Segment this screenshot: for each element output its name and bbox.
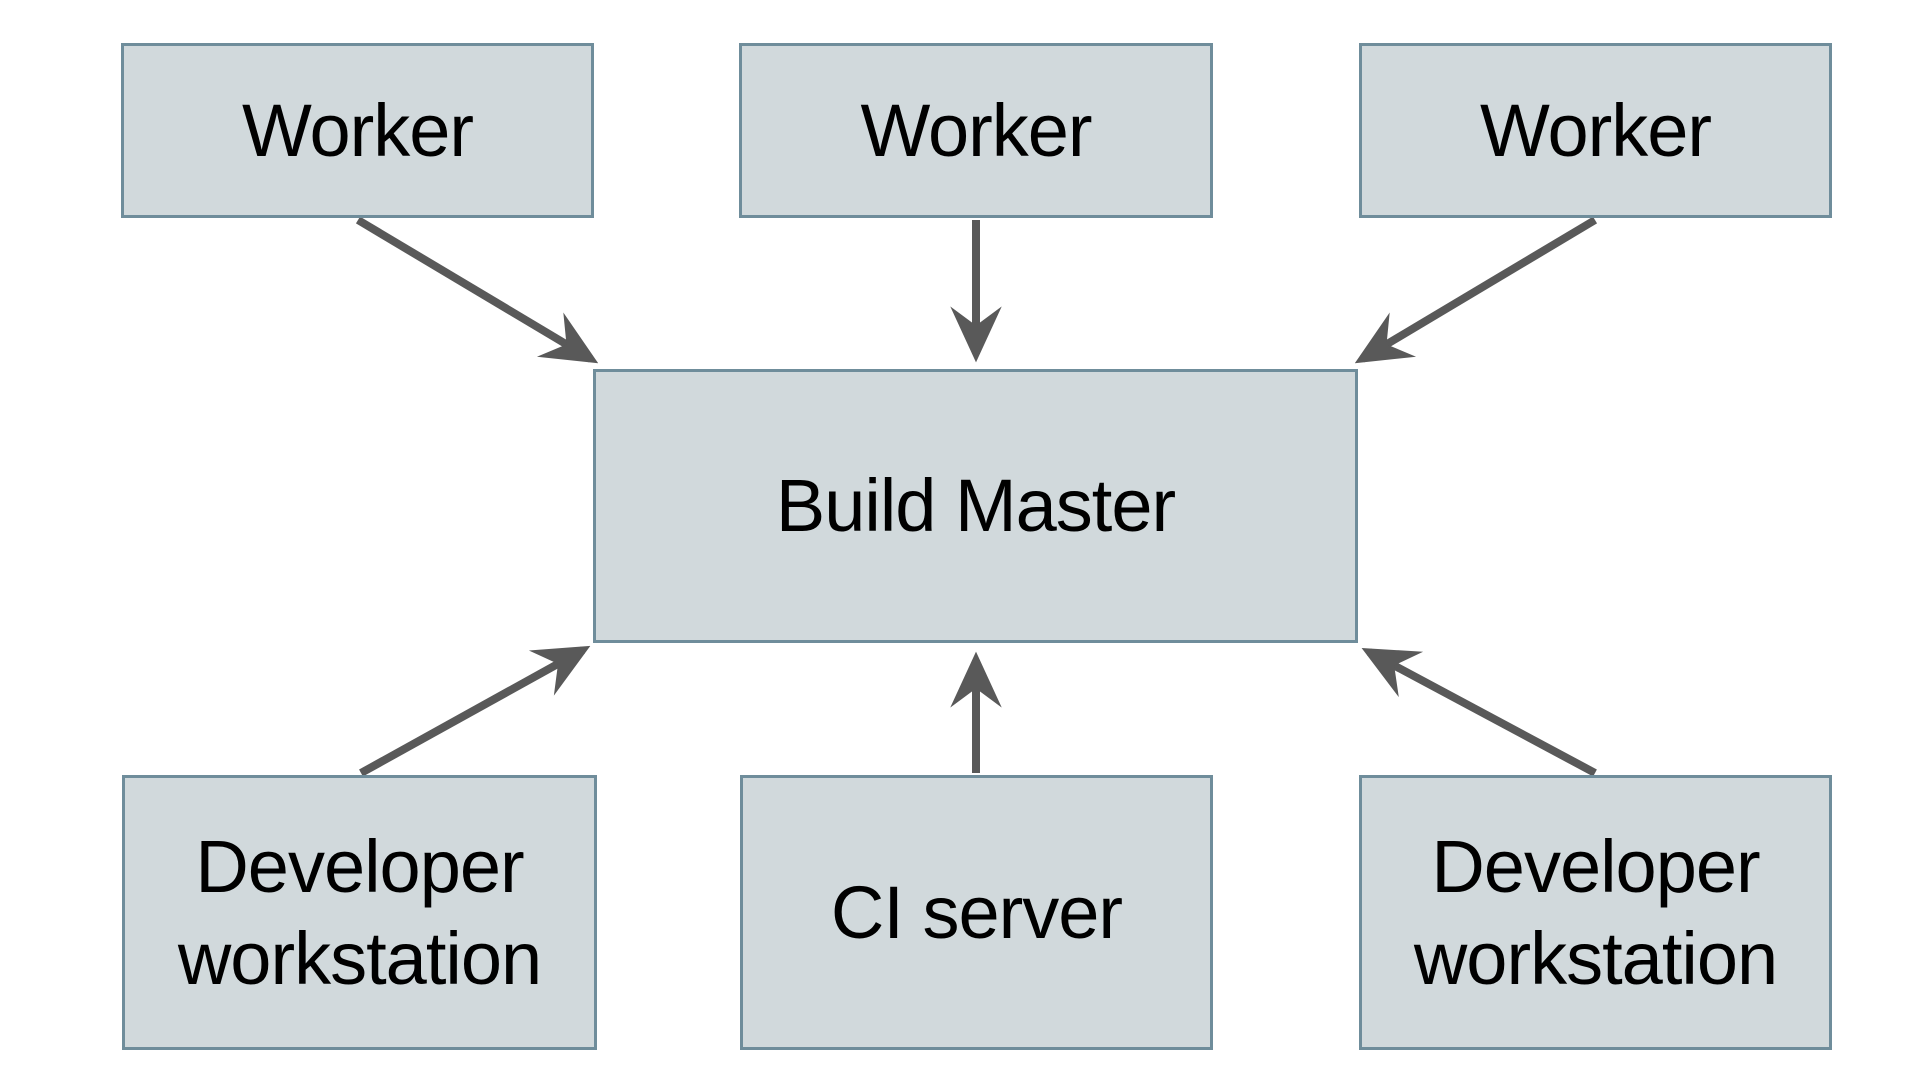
node-label-developer-workstation-left: Developer workstation [177, 824, 542, 1000]
node-label-ci-server: CI server [830, 870, 1123, 954]
node-label-worker-1: Worker [241, 88, 474, 172]
node-worker-2: Worker [739, 43, 1213, 218]
node-label-developer-workstation-right: Developer workstation [1413, 824, 1778, 1000]
node-label-worker-3: Worker [1479, 88, 1712, 172]
node-build-master: Build Master [593, 369, 1358, 643]
node-label-build-master: Build Master [775, 464, 1176, 548]
arrow-developer-workstation-right-to-build-master [1361, 648, 1597, 777]
node-worker-3: Worker [1359, 43, 1832, 218]
node-ci-server: CI server [740, 775, 1213, 1050]
arrow-worker-1-to-build-master [355, 216, 599, 364]
node-developer-workstation-left: Developer workstation [122, 775, 597, 1050]
arrow-worker-3-to-build-master [1354, 216, 1598, 364]
node-label-worker-2: Worker [860, 88, 1092, 172]
arrow-developer-workstation-left-to-build-master [359, 645, 591, 777]
node-developer-workstation-right: Developer workstation [1359, 775, 1832, 1050]
node-worker-1: Worker [121, 43, 594, 218]
